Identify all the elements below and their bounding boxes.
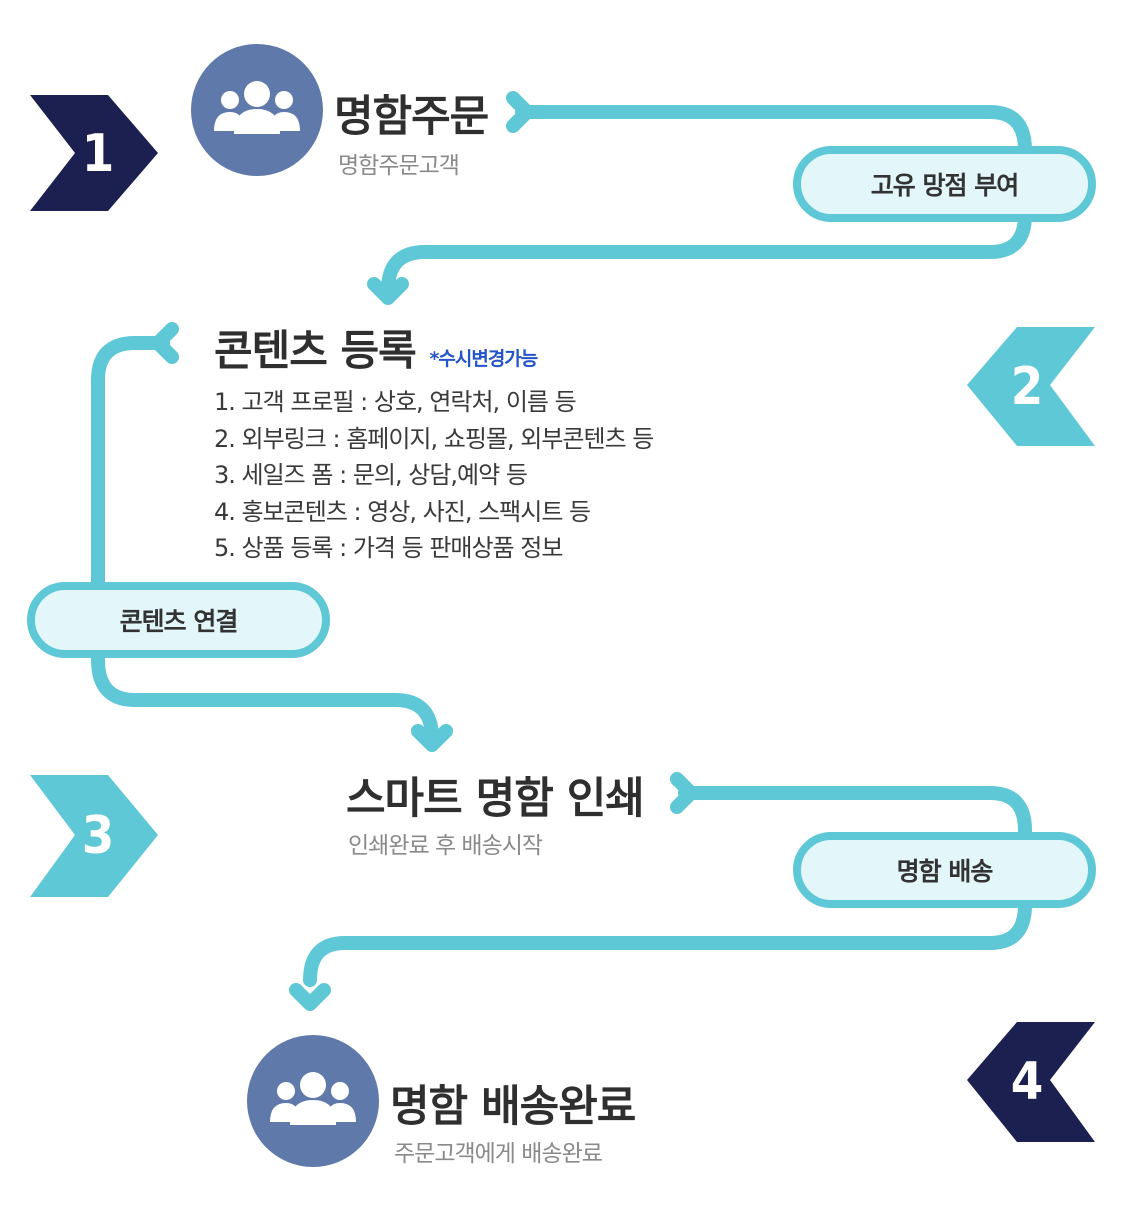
step-1-chevron-icon (30, 95, 158, 211)
step-2-title: 콘텐츠 등록 *수시변경가능 (214, 317, 538, 378)
step-4-subtitle: 주문고객에게 배송완료 (394, 1141, 603, 1167)
step-4-chevron-icon (967, 1022, 1095, 1142)
flow-line-3 (303, 786, 1032, 987)
step-4-title: 명함 배송완료 (390, 1082, 636, 1132)
step-1-title: 명함주문 (334, 92, 489, 142)
arrowhead-right-1 (506, 91, 534, 133)
content-item-list: 1. 고객 프로필 : 상호, 연락처, 이름 등 2. 외부링크 : 홈페이지… (214, 384, 654, 567)
step-2-note: *수시변경가능 (429, 348, 538, 370)
step-3-subtitle: 인쇄완료 후 배송시작 (348, 833, 543, 859)
flow-line-2 (91, 336, 439, 745)
list-item: 5. 상품 등록 : 가격 등 판매상품 정보 (214, 534, 563, 562)
list-item: 2. 외부링크 : 홈페이지, 쇼핑몰, 외부콘텐츠 등 (214, 424, 654, 453)
arrowhead-left-2 (151, 322, 179, 364)
connector-label-1: 고유 망점 부여 (870, 171, 1019, 200)
connector-pill-3: 명함 배송 (793, 832, 1096, 908)
step-2-title-text: 콘텐츠 등록 (214, 326, 417, 375)
list-item: 1. 고객 프로필 : 상호, 연락처, 이름 등 (214, 388, 577, 416)
step-1-number: 1 (81, 124, 115, 184)
arrowhead-down-2 (411, 724, 453, 752)
step-3-number: 3 (81, 806, 115, 866)
list-item: 3. 세일즈 폼 : 문의, 상담,예약 등 (214, 461, 528, 489)
step-2-chevron-icon (967, 327, 1095, 446)
flow-line-1 (381, 105, 1032, 297)
step-3-title: 스마트 명함 인쇄 (346, 774, 645, 824)
arrowhead-right-3 (670, 772, 698, 814)
connector-label-2: 콘텐츠 연결 (119, 607, 239, 636)
connector-pill-1: 고유 망점 부여 (793, 146, 1096, 222)
step-3-chevron-icon (30, 775, 158, 897)
users-icon-1 (191, 44, 323, 176)
connector-pill-2: 콘텐츠 연결 (27, 582, 330, 658)
step-4-number: 4 (1010, 1052, 1044, 1112)
list-item: 4. 홍보콘텐츠 : 영상, 사진, 스팩시트 등 (214, 497, 591, 526)
step-1-subtitle: 명함주문고객 (338, 153, 460, 179)
step-2-number: 2 (1010, 357, 1044, 417)
users-icon-2 (247, 1035, 379, 1167)
arrowhead-down-1 (367, 277, 409, 305)
connector-label-3: 명함 배송 (896, 857, 994, 886)
arrowhead-down-3 (289, 983, 331, 1011)
